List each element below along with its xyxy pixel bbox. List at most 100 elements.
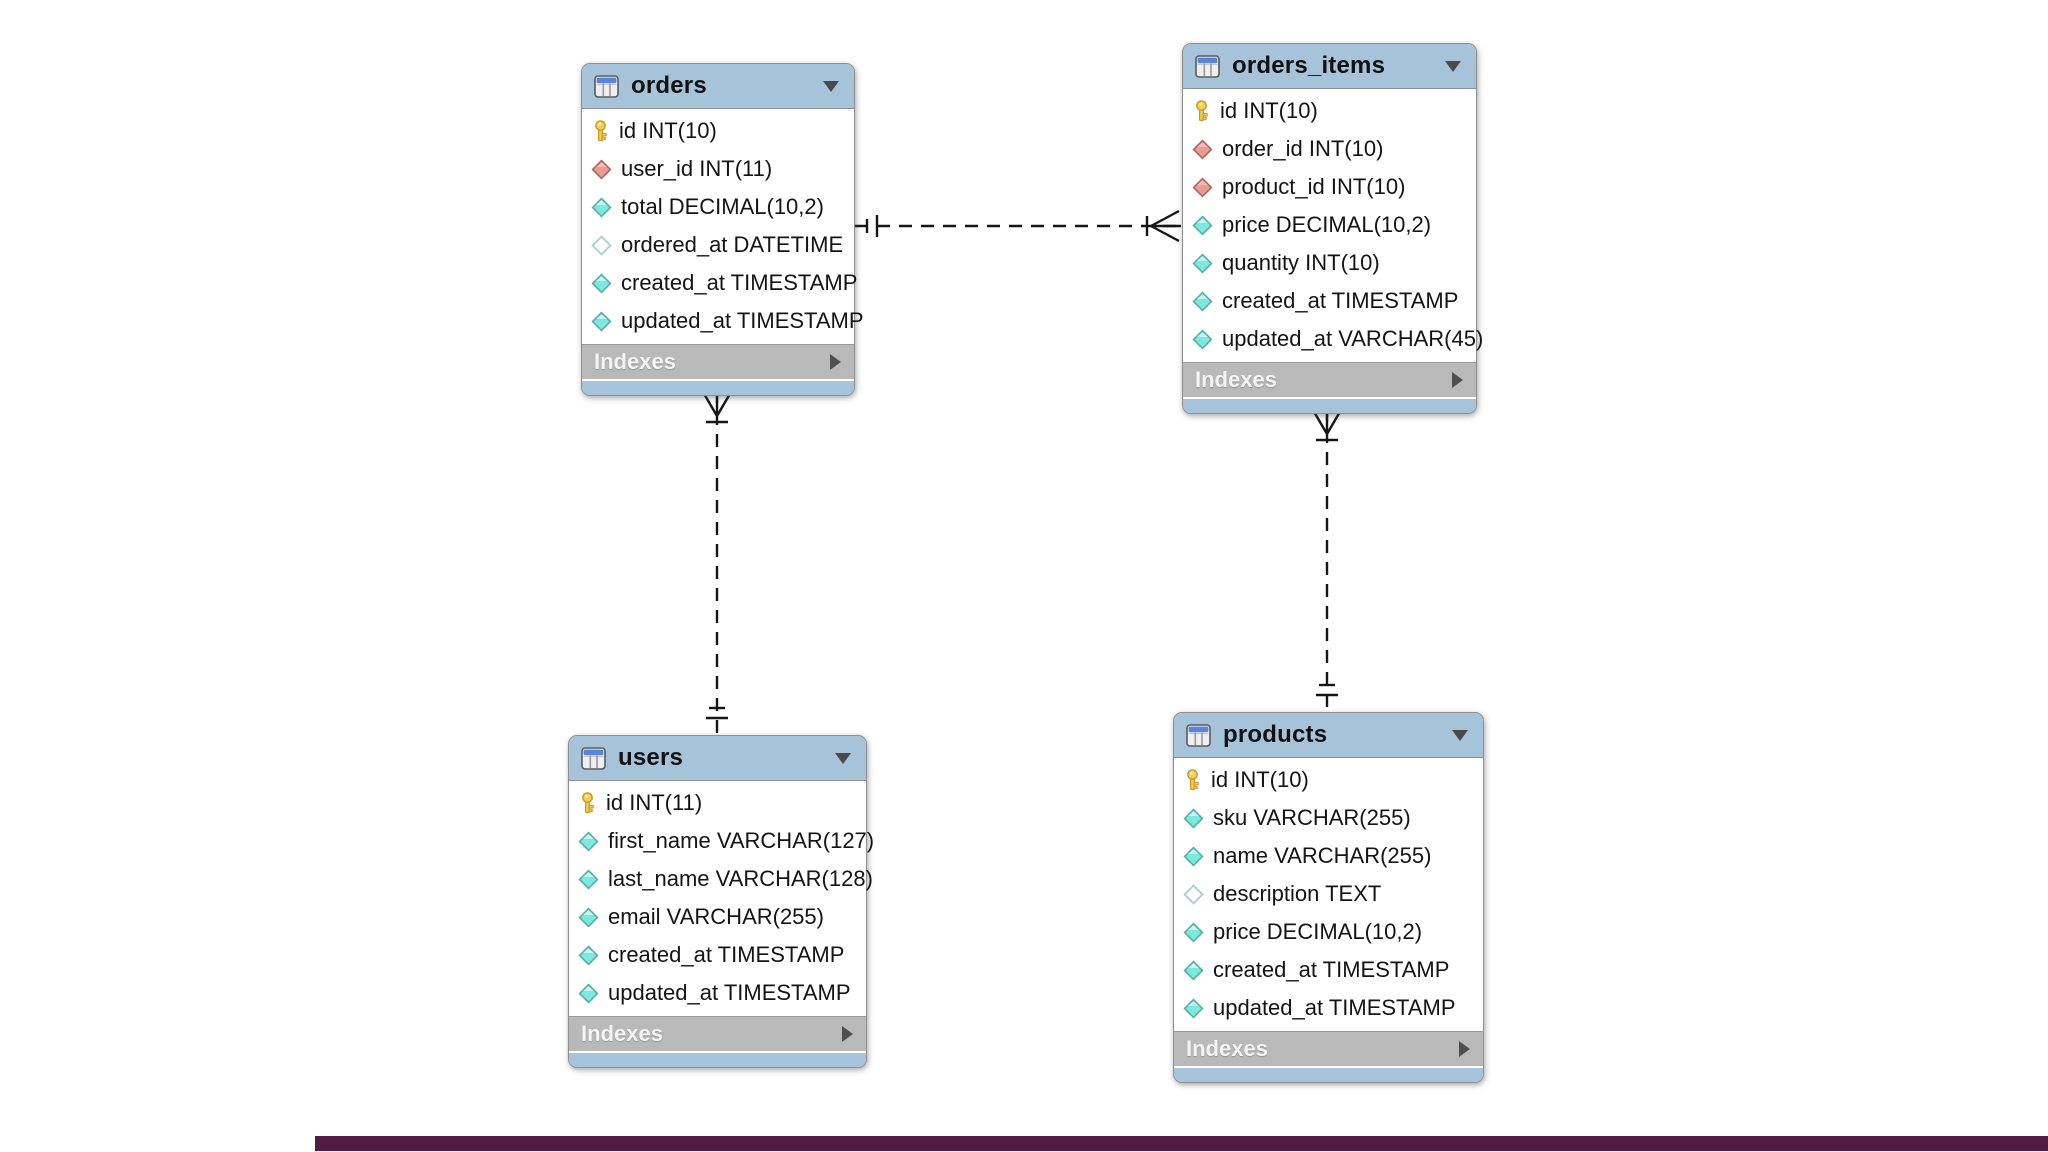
column-row[interactable]: first_name VARCHAR(127) <box>569 822 874 860</box>
column-icon <box>1192 252 1213 274</box>
column-label: updated_at TIMESTAMP <box>621 308 864 333</box>
crows-foot <box>1311 409 1329 435</box>
column-row[interactable]: price DECIMAL(10,2) <box>1174 913 1483 951</box>
triangle-right-icon[interactable] <box>829 353 842 371</box>
triangle-down-icon[interactable] <box>834 752 852 765</box>
column-label: created_at TIMESTAMP <box>1222 288 1459 313</box>
primary-key-icon <box>1183 768 1202 792</box>
indexes-bar[interactable]: Indexes <box>1174 1031 1483 1066</box>
table-columns: id INT(10) order_id INT(10) product_id I… <box>1183 89 1483 362</box>
indexes-bar[interactable]: Indexes <box>1183 362 1476 397</box>
column-label: last_name VARCHAR(128) <box>608 866 873 891</box>
column-row[interactable]: user_id INT(11) <box>582 150 854 188</box>
triangle-right-icon[interactable] <box>1451 371 1464 389</box>
triangle-right-icon[interactable] <box>841 1025 854 1043</box>
column-row[interactable]: sku VARCHAR(255) <box>1174 799 1483 837</box>
triangle-right-icon[interactable] <box>1458 1040 1471 1058</box>
table-footer-strip <box>582 379 854 395</box>
table-header[interactable]: orders <box>582 64 854 109</box>
column-row[interactable]: id INT(11) <box>569 784 866 822</box>
column-row[interactable]: ordered_at DATETIME <box>582 226 854 264</box>
column-label: price DECIMAL(10,2) <box>1222 212 1432 237</box>
table-name: orders_items <box>1232 52 1386 79</box>
column-label: first_name VARCHAR(127) <box>608 828 875 853</box>
indexes-label: Indexes <box>594 349 676 374</box>
column-icon <box>1192 214 1213 236</box>
indexes-bar[interactable]: Indexes <box>582 344 854 379</box>
column-label: updated_at TIMESTAMP <box>1213 995 1456 1020</box>
column-row[interactable]: last_name VARCHAR(128) <box>569 860 873 898</box>
table-footer-strip <box>1174 1066 1483 1082</box>
column-label: id INT(11) <box>606 790 703 815</box>
column-row[interactable]: updated_at VARCHAR(45) <box>1183 320 1483 358</box>
indexes-label: Indexes <box>1195 367 1277 392</box>
column-label: quantity INT(10) <box>1222 250 1380 275</box>
table-name: products <box>1223 721 1328 748</box>
column-row[interactable]: updated_at TIMESTAMP <box>569 974 866 1012</box>
table-footer-strip <box>1183 397 1476 413</box>
indexes-label: Indexes <box>1186 1036 1268 1061</box>
table-columns: id INT(11) first_name VARCHAR(127) last_… <box>569 781 874 1016</box>
column-row[interactable]: created_at TIMESTAMP <box>1174 951 1483 989</box>
table-orders_items[interactable]: orders_items id INT(10) order_id INT(10)… <box>1182 43 1483 414</box>
column-label: name VARCHAR(255) <box>1213 843 1432 868</box>
table-icon <box>594 74 619 98</box>
column-row[interactable]: name VARCHAR(255) <box>1174 837 1483 875</box>
column-label: created_at TIMESTAMP <box>1213 957 1450 982</box>
column-row[interactable]: id INT(10) <box>582 112 854 150</box>
triangle-down-icon[interactable] <box>1451 729 1469 742</box>
primary-key-icon <box>1192 99 1211 123</box>
table-header[interactable]: products <box>1174 713 1483 758</box>
column-row[interactable]: updated_at TIMESTAMP <box>582 302 864 340</box>
column-label: id INT(10) <box>1220 98 1318 123</box>
column-row[interactable]: created_at TIMESTAMP <box>1183 282 1476 320</box>
table-icon <box>1195 54 1220 78</box>
column-row[interactable]: created_at TIMESTAMP <box>569 936 866 974</box>
column-row[interactable]: email VARCHAR(255) <box>569 898 866 936</box>
column-icon <box>591 310 612 332</box>
column-icon <box>1183 807 1204 829</box>
column-row[interactable]: quantity INT(10) <box>1183 244 1476 282</box>
column-label: created_at TIMESTAMP <box>621 270 858 295</box>
column-row[interactable]: created_at TIMESTAMP <box>582 264 858 302</box>
column-label: user_id INT(11) <box>621 156 773 181</box>
table-orders[interactable]: orders id INT(10) user_id INT(11) total … <box>581 63 864 396</box>
primary-key-icon <box>578 791 597 815</box>
table-users[interactable]: users id INT(11) first_name VARCHAR(127)… <box>568 735 874 1068</box>
column-label: sku VARCHAR(255) <box>1213 805 1411 830</box>
column-label: price DECIMAL(10,2) <box>1213 919 1423 944</box>
table-header[interactable]: users <box>569 736 866 781</box>
column-row[interactable]: total DECIMAL(10,2) <box>582 188 854 226</box>
indexes-bar[interactable]: Indexes <box>569 1016 866 1051</box>
column-icon <box>578 868 599 890</box>
column-icon <box>591 272 612 294</box>
column-icon <box>591 196 612 218</box>
column-label: ordered_at DATETIME <box>621 232 844 257</box>
column-row[interactable]: id INT(10) <box>1174 761 1483 799</box>
column-label: product_id INT(10) <box>1222 174 1406 199</box>
foreign-key-icon <box>1192 138 1213 160</box>
column-icon <box>1183 845 1204 867</box>
primary-key-icon <box>591 119 610 143</box>
column-row[interactable]: id INT(10) <box>1183 92 1476 130</box>
column-nullable-icon <box>1183 883 1204 905</box>
triangle-down-icon[interactable] <box>822 80 840 93</box>
column-row[interactable]: order_id INT(10) <box>1183 130 1476 168</box>
column-row[interactable]: price DECIMAL(10,2) <box>1183 206 1476 244</box>
table-name: orders <box>631 72 707 99</box>
table-products[interactable]: products id INT(10) sku VARCHAR(255) nam… <box>1173 712 1484 1083</box>
column-icon <box>1192 328 1213 350</box>
triangle-down-icon[interactable] <box>1444 60 1462 73</box>
column-icon <box>1183 997 1204 1019</box>
column-label: description TEXT <box>1213 881 1382 906</box>
column-row[interactable]: updated_at TIMESTAMP <box>1174 989 1483 1027</box>
table-footer-strip <box>569 1051 866 1067</box>
table-header[interactable]: orders_items <box>1183 44 1476 89</box>
column-icon <box>578 944 599 966</box>
column-row[interactable]: description TEXT <box>1174 875 1483 913</box>
foreign-key-icon <box>1192 176 1213 198</box>
column-row[interactable]: product_id INT(10) <box>1183 168 1476 206</box>
table-icon <box>1186 723 1211 747</box>
